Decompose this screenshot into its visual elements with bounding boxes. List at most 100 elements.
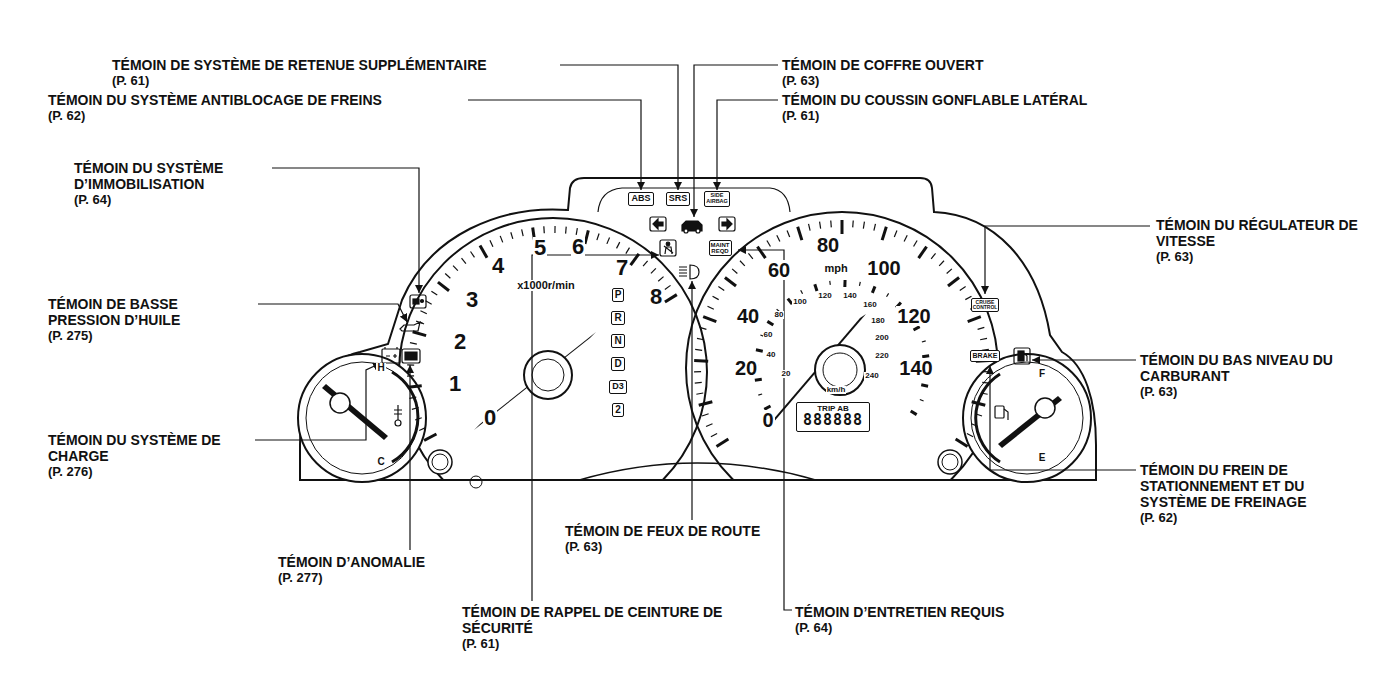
gauge-tick xyxy=(438,282,449,291)
callout-label: TÉMOIN DE SYSTÈME DE RETENUE SUPPLÉMENTA… xyxy=(112,57,487,73)
gauge-tick xyxy=(975,414,982,416)
gauge-tick xyxy=(711,433,717,436)
high-beam-icon xyxy=(690,265,699,279)
page-reference: (P. 275) xyxy=(48,328,93,344)
callout-label: TÉMOIN DU RÉGULATEUR DE VITESSE xyxy=(1156,217,1368,249)
gauge-tick xyxy=(972,402,986,406)
gauge-tick xyxy=(777,235,780,241)
callout-label: TÉMOIN DE BASSE PRESSION D’HUILE xyxy=(48,296,223,328)
gauge-tick xyxy=(725,277,736,286)
gauge-tick xyxy=(978,327,985,329)
page-reference: (P. 62) xyxy=(1140,510,1177,526)
lamp-text: N xyxy=(614,336,621,347)
gauge-tick xyxy=(787,231,790,238)
gauge-tick xyxy=(413,332,426,336)
gauge-tick xyxy=(887,293,889,296)
gauge-tick xyxy=(585,230,588,244)
gauge-tick xyxy=(716,439,728,446)
gauge-tick xyxy=(706,424,712,427)
gauge-number: 120 xyxy=(817,292,832,300)
odometer-digits: 888888 xyxy=(803,413,863,429)
tachometer-face xyxy=(399,218,707,526)
battery-icon xyxy=(382,349,400,363)
callout-label: TÉMOIN DU SYSTÈME ANTIBLOCAGE DE FREINS xyxy=(48,92,382,108)
gauge-tick xyxy=(565,227,567,234)
gauge-tick xyxy=(607,237,610,243)
gauge-tick xyxy=(415,418,422,420)
gauge-number: 80 xyxy=(774,311,785,319)
lamp-text: BRAKE xyxy=(973,352,998,359)
gauge-number: 20 xyxy=(734,358,758,378)
gauge-number: 80 xyxy=(816,235,840,255)
gauge-tick xyxy=(983,371,990,372)
gauge-tick xyxy=(904,235,907,241)
gauge-tick xyxy=(445,274,450,279)
callout-label: TÉMOIN DE COFFRE OUVERT xyxy=(782,57,983,73)
page-reference: (P. 63) xyxy=(1156,249,1193,265)
callout-label: TÉMOIN DU SYSTÈME D’IMMOBILISATION xyxy=(74,160,259,192)
callout-label: TÉMOIN D’ENTRETIEN REQUIS xyxy=(795,604,1004,620)
gauge-tick xyxy=(626,248,630,254)
leader-lines xyxy=(255,65,1150,610)
gauge-tick xyxy=(480,246,487,258)
gauge-tick xyxy=(764,406,770,409)
gauge-tick xyxy=(500,236,503,243)
gauge-tick xyxy=(820,222,821,229)
gauge-tick xyxy=(914,327,920,330)
low-fuel-icon xyxy=(1014,348,1030,364)
lamp-text: SRS xyxy=(669,194,688,203)
gauge-number: 220 xyxy=(874,352,889,360)
gear-indicator: 2 xyxy=(612,403,624,418)
gauge-tick xyxy=(694,359,708,363)
gauge-tick xyxy=(576,228,577,235)
gauge-tick xyxy=(522,229,524,236)
page-reference: (P. 63) xyxy=(782,73,819,89)
maint-lamp: MAINT REQD xyxy=(709,240,732,257)
gauge-number: 140 xyxy=(842,292,857,300)
gauge-tick xyxy=(694,371,701,372)
gauge-tick xyxy=(843,280,846,287)
gauge-tick xyxy=(863,222,864,229)
gauge-tick xyxy=(920,399,924,400)
gauge-number: x1000r/min xyxy=(516,280,575,291)
gauge-number: 0 xyxy=(483,407,497,429)
gauge-tick xyxy=(431,291,437,295)
gauge-tick xyxy=(980,338,987,339)
gauge-number: 4 xyxy=(491,255,505,277)
gauge-tick xyxy=(695,349,702,351)
gauge-tick xyxy=(732,269,737,274)
page-reference: (P. 276) xyxy=(48,464,93,480)
temperature-gauge xyxy=(298,354,426,482)
gauge-tick xyxy=(829,281,831,285)
gauge-tick xyxy=(419,428,425,431)
gauge-number: 60 xyxy=(767,260,791,280)
abs-lamp: ABS xyxy=(628,192,653,205)
gauge-number: 200 xyxy=(874,334,889,342)
gauge-tick xyxy=(947,269,952,274)
gauge-number: 180 xyxy=(870,317,885,325)
gauge-tick xyxy=(894,231,897,238)
gauge-tick xyxy=(471,252,475,258)
engine-icon xyxy=(402,349,420,363)
lamp-text: R xyxy=(614,313,621,324)
gauge-number: 40 xyxy=(736,306,760,326)
lamp-text: TRIP AB xyxy=(803,405,863,413)
lamp-text: MAINT REQD xyxy=(711,242,730,255)
gauge-tick xyxy=(617,242,620,248)
gauge-tick xyxy=(931,253,935,258)
gauge-tick xyxy=(665,285,671,289)
gauge-number: 7 xyxy=(615,257,629,279)
gauge-tick xyxy=(713,296,719,299)
gear-indicator: D xyxy=(611,357,624,372)
gauge-number: 2 xyxy=(453,331,467,353)
gauge-tick xyxy=(490,240,493,246)
gauge-number: 1 xyxy=(448,373,462,395)
trip-display: TRIP AB888888 xyxy=(796,402,870,432)
page-reference: (P. 62) xyxy=(48,108,85,124)
immobilizer-icon xyxy=(410,295,426,308)
gauge-tick xyxy=(412,408,419,410)
gauge-tick xyxy=(554,226,555,233)
gauge-tick xyxy=(911,411,917,415)
oil-pressure-icon xyxy=(400,322,420,331)
gauge-number: 100 xyxy=(792,298,807,306)
